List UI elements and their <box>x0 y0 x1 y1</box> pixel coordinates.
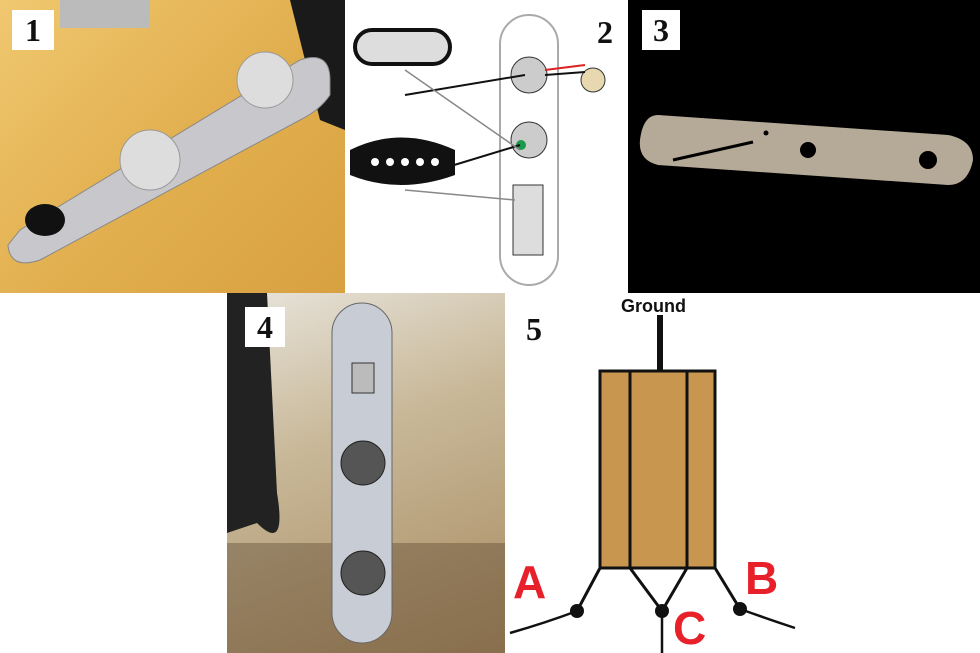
plate-illustration <box>639 115 973 185</box>
lug-a-label: A <box>513 556 547 608</box>
lug-c-label: C <box>673 602 707 653</box>
panel-number: 5 <box>526 311 542 347</box>
lug-c-point <box>655 604 669 618</box>
lug-b-label: B <box>745 552 779 604</box>
panel-number: 2 <box>587 12 623 52</box>
panel-number: 1 <box>12 10 54 50</box>
switch-lug-diagram: 5 Ground A B C <box>505 293 805 653</box>
panel-number: 4 <box>245 307 285 347</box>
wiring-diagram: 2 <box>345 0 628 293</box>
lug-b-point <box>733 602 747 616</box>
lug-a-point <box>570 604 584 618</box>
photo-blank-control-plate: 3 <box>628 0 980 293</box>
panel-number: 3 <box>642 10 680 50</box>
photo-control-plate-installed: 1 <box>0 0 345 293</box>
wiring-schematic <box>350 14 606 286</box>
switch-diagram <box>509 315 796 653</box>
plate-illustration <box>227 293 505 653</box>
ground-label: Ground <box>621 296 686 316</box>
switch-body <box>598 369 717 570</box>
control-plate-illustration <box>7 0 345 264</box>
photo-mirror-control-plate: 4 <box>227 293 505 653</box>
